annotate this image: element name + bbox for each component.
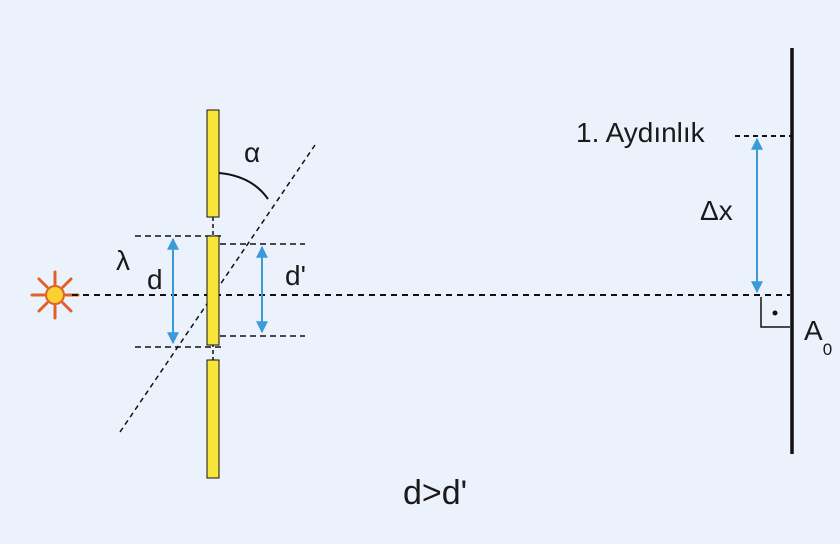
first-bright-label: 1. Aydınlık <box>576 117 706 148</box>
wavelength-label: λ <box>116 245 130 276</box>
slit-bar-bottom <box>206 359 220 479</box>
slit-bar-top <box>206 109 220 218</box>
central-point-subscript: 0 <box>823 340 832 359</box>
right-angle-marker-icon <box>760 297 790 328</box>
relation-label: d>d' <box>403 474 467 512</box>
angle-arc <box>218 172 269 200</box>
d-label: d <box>147 264 163 295</box>
angle-label: α <box>244 137 260 168</box>
central-point-label: A0 <box>804 315 832 359</box>
sun-icon <box>30 270 80 320</box>
d-prime-label: d' <box>285 260 306 291</box>
delta-x-label: Δx <box>700 195 733 226</box>
slit-bar-middle <box>206 235 220 346</box>
central-point-letter: A <box>804 315 823 346</box>
